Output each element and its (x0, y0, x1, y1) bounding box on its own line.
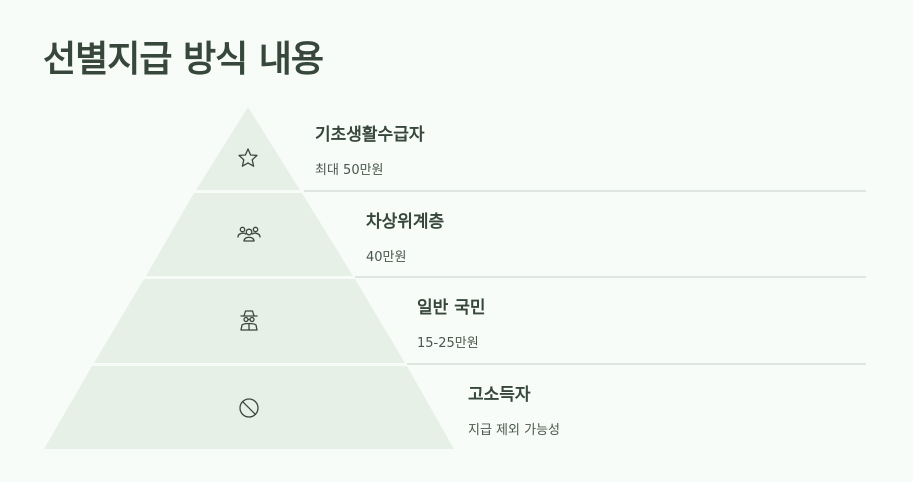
tier-name: 고소득자 (468, 385, 531, 405)
tier-4-text: 고소득자 지급 제외 가능성 (468, 380, 560, 438)
page-title: 선별지급 방식 내용 (43, 39, 324, 80)
star-icon (238, 148, 258, 167)
tier-name: 차상위계층 (366, 212, 445, 232)
tier-1-text: 기초생활수급자 최대 50만원 (315, 120, 424, 178)
person-incognito-icon (240, 310, 258, 331)
tier-amount: 15-25만원 (417, 336, 479, 351)
tier-amount: 40만원 (366, 250, 407, 265)
people-icon (237, 226, 261, 242)
tier-amount: 최대 50만원 (315, 163, 384, 178)
tier-divider (407, 363, 866, 365)
tier-name: 일반 국민 (417, 298, 486, 318)
tier-name: 기초생활수급자 (315, 125, 425, 145)
tier-2-text: 차상위계층 40만원 (366, 207, 444, 265)
tier-divider (355, 276, 866, 278)
tier-3-text: 일반 국민 15-25만원 (417, 293, 485, 351)
pyramid-tier-3 (94, 279, 405, 363)
tier-amount: 지급 제외 가능성 (468, 423, 560, 438)
prohibited-icon (239, 398, 259, 418)
tier-divider (304, 190, 866, 192)
